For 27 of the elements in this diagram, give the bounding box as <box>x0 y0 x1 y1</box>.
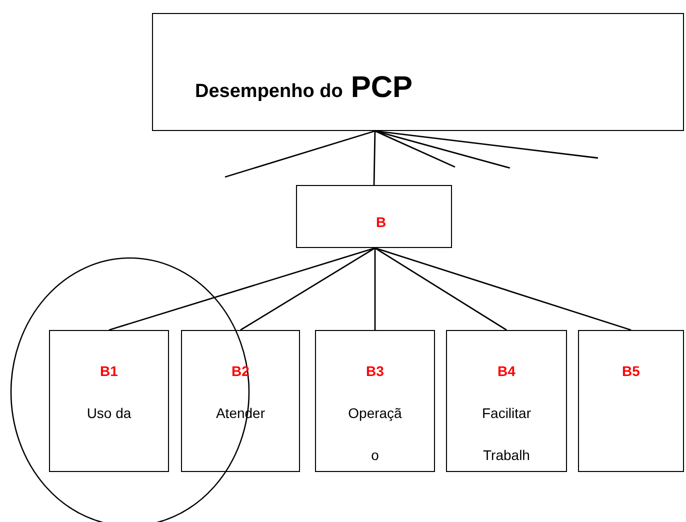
connector-line <box>374 130 510 169</box>
connector-line <box>374 247 507 331</box>
title-text: PCP <box>350 72 412 102</box>
node-box <box>296 185 452 248</box>
connector-line <box>374 130 598 159</box>
node-box <box>446 330 567 472</box>
connector-line <box>240 247 376 331</box>
node-box <box>578 330 684 472</box>
node-box <box>152 13 684 131</box>
title-text: Desempenho do <box>195 80 343 104</box>
connector-line <box>374 247 632 331</box>
node-code: B3 <box>366 362 384 381</box>
connector-line <box>373 130 376 186</box>
node-label: Operaçã o <box>347 404 403 465</box>
connector-line <box>374 130 456 168</box>
node-box <box>49 330 169 472</box>
node-label: Facilitar Trabalh <box>480 404 532 465</box>
node-code: B4 <box>498 362 516 381</box>
node-label: Uso da <box>86 404 132 423</box>
node-box <box>181 330 300 472</box>
node-box <box>315 330 435 472</box>
connector-line <box>108 247 376 331</box>
node-code: B5 <box>622 362 640 381</box>
node-code: B <box>376 213 386 232</box>
node-code: B1 <box>100 362 118 381</box>
connector-line <box>224 130 376 178</box>
connector-line <box>374 248 376 330</box>
